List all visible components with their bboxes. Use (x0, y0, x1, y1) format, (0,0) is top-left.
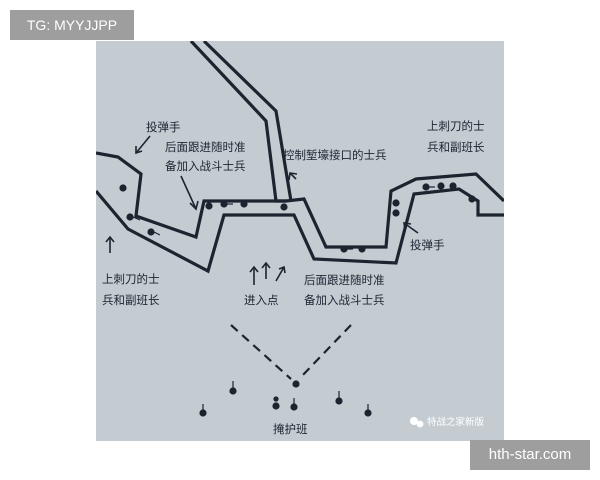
bayonet-label-left-line2: 兵和副班长 (102, 293, 160, 307)
soldier-icon (273, 396, 279, 402)
grenadier-label-top: 投弹手 (146, 120, 181, 134)
trench-lower-wall (96, 187, 504, 274)
communication-trench-inner (202, 41, 293, 202)
soldier-icon (147, 228, 155, 236)
arrow-icon (135, 135, 151, 154)
trench-upper-wall (96, 151, 504, 249)
soldier-icon (422, 183, 430, 191)
soldier-icon (119, 184, 127, 192)
cover-squad (199, 380, 372, 417)
soldier-icon (392, 199, 400, 207)
trench-diagram: 投弹手 后面跟进随时准 备加入战斗士兵 控制堑壕接口的士兵 上刺刀的士 兵和副班… (96, 41, 504, 441)
bayonet-label-right-line1: 上刺刀的士 (427, 119, 485, 133)
follow-label-top-line1: 后面跟进随时准 (165, 140, 246, 154)
bayonet-label-right-line2: 兵和副班长 (427, 140, 485, 154)
approach-lines (230, 324, 352, 380)
follow-label-top-line2: 备加入战斗士兵 (165, 159, 246, 173)
wechat-icon (410, 417, 418, 425)
soldier-icon (449, 182, 457, 190)
follow-label-bottom-line1: 后面跟进随时准 (304, 273, 385, 287)
arrow-icon (289, 172, 297, 180)
watermark: 特战之家新版 (410, 416, 485, 428)
soldiers-in-trench (119, 182, 476, 253)
left-approach-line (230, 324, 292, 380)
soldier-icon (358, 245, 366, 253)
pointer-arrows (105, 135, 419, 285)
soldier-icon (437, 182, 445, 190)
control-label: 控制堑壕接口的士兵 (283, 148, 387, 162)
arrow-icon (403, 222, 419, 234)
soldier-icon (335, 397, 343, 405)
cover-squad-label: 掩护班 (273, 422, 308, 436)
soldier-icon (340, 245, 348, 253)
trench-walls (96, 41, 504, 274)
watermark-text: 特战之家新版 (427, 416, 485, 428)
grenadier-label-right: 投弹手 (410, 238, 445, 252)
soldier-icon (292, 380, 300, 388)
soldier-icon (126, 213, 134, 221)
soldier-icon (199, 409, 207, 417)
top-tag: TG: MYYJJPP (10, 10, 134, 40)
right-approach-line (298, 324, 352, 380)
soldier-icon (220, 200, 228, 208)
soldier-icon (280, 203, 288, 211)
entry-point-label: 进入点 (244, 293, 279, 307)
arrow-icon (180, 175, 197, 210)
entry-arrow-icon (275, 266, 285, 282)
soldier-icon (392, 209, 400, 217)
soldier-icon (364, 409, 372, 417)
bottom-tag: hth-star.com (470, 440, 590, 470)
soldier-icon (468, 195, 476, 203)
paper-background (96, 41, 504, 441)
soldier-icon (205, 202, 213, 210)
soldier-icon (290, 403, 298, 411)
soldier-icon (229, 387, 237, 395)
soldier-icon (272, 402, 280, 410)
soldier-icon (240, 200, 248, 208)
follow-label-bottom-line2: 备加入战斗士兵 (304, 293, 385, 307)
bayonet-label-left-line1: 上刺刀的士 (102, 272, 160, 286)
